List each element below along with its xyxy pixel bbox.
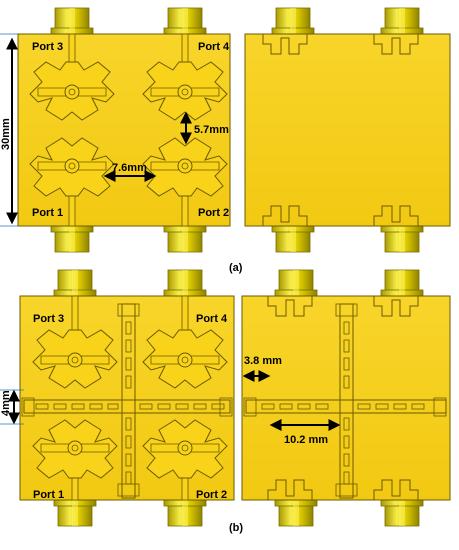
panel-b-dim-slot-length: 10.2 mm <box>284 434 328 446</box>
panel-b-back <box>241 269 451 527</box>
panel-b-port-1-label: Port 1 <box>33 489 64 501</box>
panel-a-dim-height: 30mm <box>0 118 12 150</box>
panel-a-caption: (a) <box>229 262 243 274</box>
dimension-arrows <box>6 37 341 431</box>
panel-b-port-4-label: Port 4 <box>196 313 228 325</box>
panel-a-port-4-label: Port 4 <box>198 41 230 53</box>
panel-a-dim-horizontal-gap: 7.6mm <box>112 162 147 174</box>
panel-b-port-2-label: Port 2 <box>196 489 227 501</box>
panel-a-port-3-label: Port 3 <box>32 41 63 53</box>
panel-a-port-2-label: Port 2 <box>198 207 229 219</box>
panel-b-dim-slot-width: 4mm <box>0 390 12 416</box>
panel-b-port-3-label: Port 3 <box>33 313 64 325</box>
dimension-extension-lines <box>0 33 24 425</box>
panel-a-port-1-label: Port 1 <box>32 207 63 219</box>
panel-b-dim-offset: 3.8 mm <box>244 355 282 367</box>
panel-a-back <box>244 7 451 253</box>
panel-b-caption: (b) <box>229 522 243 534</box>
panel-a-front <box>17 7 231 253</box>
panel-a-dim-vertical-gap: 5.7mm <box>194 124 229 136</box>
panel-b-front <box>19 269 235 527</box>
